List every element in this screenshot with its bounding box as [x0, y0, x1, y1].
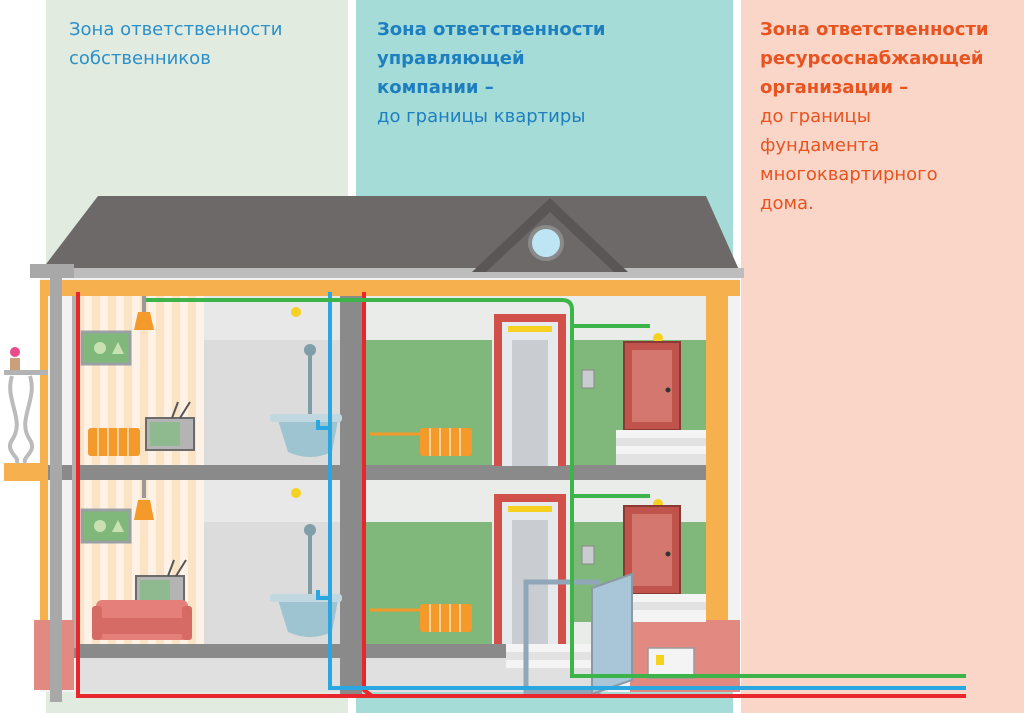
wallpaper-stripes-top — [84, 296, 204, 466]
zone-owners-line-1: Зона ответственности — [69, 19, 283, 40]
elevator-icon — [494, 314, 566, 466]
ceiling-slab — [40, 280, 740, 296]
balcony-ornament-2 — [22, 375, 34, 465]
balcony-flower-bloom — [10, 347, 20, 357]
radiator-icon — [88, 428, 140, 456]
attic-window — [528, 225, 564, 261]
lamp-icon — [134, 296, 154, 330]
zone-resource-label: Зона ответственности ресурсоснабжающей о… — [760, 15, 989, 218]
floor-slab-top — [48, 465, 706, 480]
cold-water-line — [316, 292, 966, 690]
zone-resource-line-3: организации – — [760, 77, 909, 98]
roof-eave — [36, 268, 744, 278]
entrance-door — [591, 572, 633, 696]
zone-resource-line-6: многоквартирного — [760, 164, 938, 185]
zone-resource-line-4: до границы — [760, 106, 872, 127]
balcony-flower-icon — [10, 358, 20, 370]
roof — [40, 196, 740, 272]
balcony-rail — [4, 370, 48, 375]
zone-owners-label: Зона ответственности собственников — [69, 15, 282, 73]
electric-meter-box — [647, 647, 695, 679]
house-left-wall — [40, 290, 48, 620]
drain-pipe — [50, 272, 62, 702]
sofa-icon — [92, 600, 192, 640]
stairs-top — [616, 430, 706, 465]
tv-icon-bottom — [135, 559, 187, 607]
zone-owners-line-2: собственников — [69, 48, 211, 69]
switch-box-top — [581, 369, 595, 389]
switch-box-bottom — [581, 545, 595, 565]
shower-icon — [304, 344, 316, 356]
elevator-icon-bottom — [494, 494, 566, 644]
wall-partition-1 — [340, 296, 362, 696]
zone-resource-line-7: дома. — [760, 193, 814, 214]
zone-management-line-4: до границы квартиры — [377, 106, 586, 127]
drain-gutter — [30, 264, 74, 278]
balcony-floor — [4, 463, 48, 481]
zone-management-label: Зона ответственности управляющей компани… — [377, 15, 606, 131]
tv-icon — [145, 401, 195, 451]
bulb-top-bath — [291, 307, 301, 317]
radiator-icon-hall-top — [420, 428, 472, 456]
electric-line — [146, 298, 966, 678]
zone-management-line-3: компании – — [377, 77, 494, 98]
bathtub-icon-bottom — [270, 524, 342, 637]
lamp-icon-bottom — [134, 480, 154, 520]
door-icon — [623, 341, 681, 431]
radiator-icon-hall-bottom — [420, 604, 472, 632]
zone-management-line-1: Зона ответственности — [377, 19, 606, 40]
zone-resource-line-5: фундамента — [760, 135, 880, 156]
electric-meter-icon — [656, 655, 664, 665]
bulb-bottom-bath — [291, 488, 301, 498]
bulb-door-top — [653, 333, 663, 343]
wall-partition-2 — [72, 296, 78, 648]
basement-hall — [78, 658, 340, 692]
house-right-wall — [706, 290, 728, 620]
stairs-bottom — [616, 594, 706, 622]
balcony-ornament — [8, 375, 20, 465]
zone-resource-line-2: ресурсоснабжающей — [760, 48, 984, 69]
stairs-entrance — [506, 644, 606, 668]
zone-resource-line-1: Зона ответственности — [760, 19, 989, 40]
door-icon-bottom — [623, 505, 681, 595]
zone-resource-bg — [741, 0, 1024, 713]
zone-management-line-2: управляющей — [377, 48, 525, 69]
